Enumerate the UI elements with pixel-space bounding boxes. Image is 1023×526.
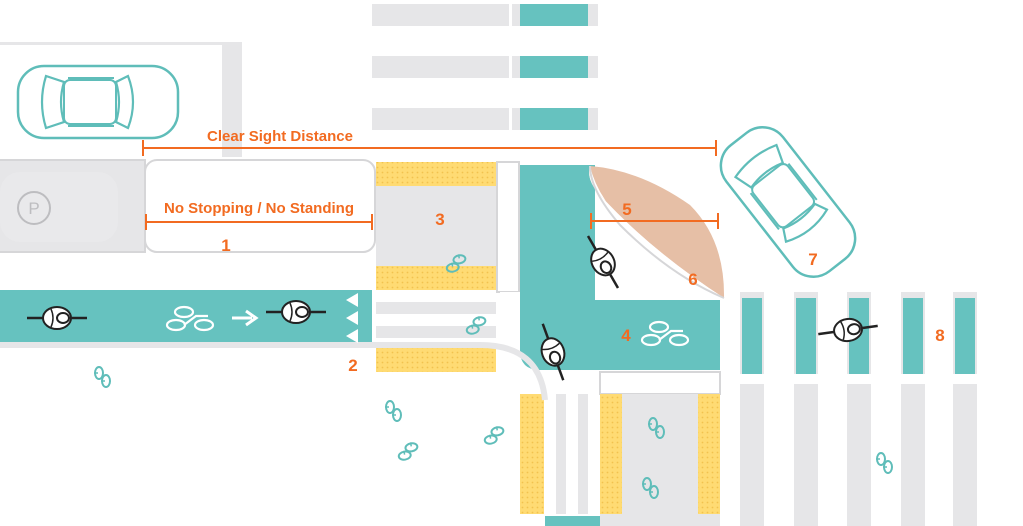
no-stopping-label: No Stopping / No Standing (164, 200, 354, 217)
left-sidewalk (0, 159, 376, 253)
clear-sight-dimension (142, 140, 717, 156)
bike-intersection (496, 165, 720, 380)
callout-3: 3 (435, 210, 444, 229)
clear-sight-label: Clear Sight Distance (207, 128, 353, 145)
curb-line (0, 342, 548, 401)
parking-letter: P (28, 199, 39, 218)
callout-4: 4 (621, 326, 631, 345)
car-icon (709, 115, 867, 289)
callout-2: 2 (348, 356, 357, 375)
yield-triangle-icon (346, 293, 358, 343)
callout-6: 6 (688, 270, 697, 289)
clear-zone (589, 165, 725, 299)
no-stopping-dimension (145, 214, 373, 230)
top-crosswalk (372, 4, 598, 130)
parking-sign-icon: P (17, 191, 51, 225)
callout-7: 7 (808, 250, 817, 269)
clear-zone-dimension (590, 213, 719, 229)
callout-8: 8 (935, 326, 944, 345)
arrow-right-icon (232, 309, 259, 327)
bike-crossing-marks (376, 302, 496, 372)
car-icon (16, 64, 180, 140)
bottom-island (490, 371, 721, 526)
corner-island (376, 161, 520, 293)
callout-1: 1 (221, 236, 230, 255)
callout-5: 5 (622, 200, 631, 219)
